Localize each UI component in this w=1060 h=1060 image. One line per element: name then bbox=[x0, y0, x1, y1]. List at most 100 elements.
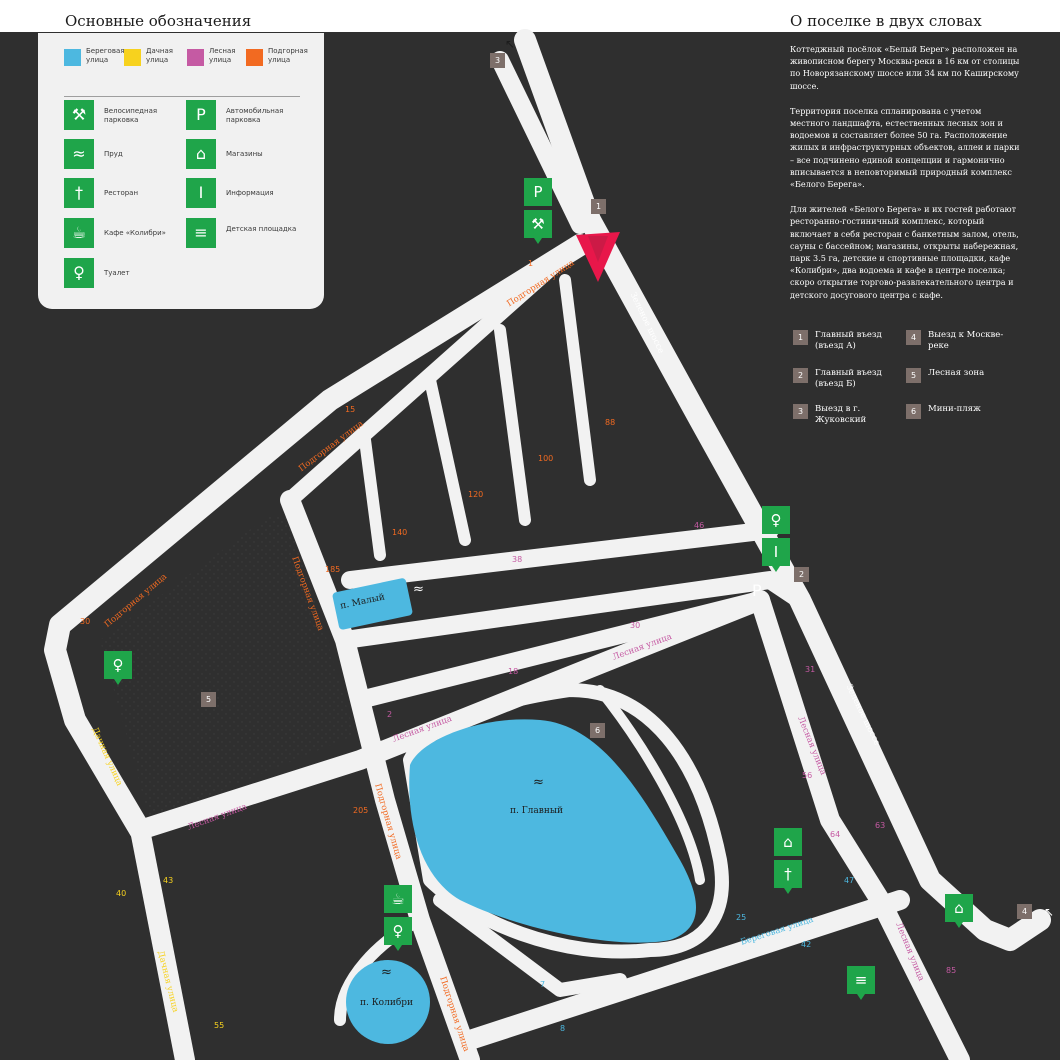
plot-number: 31 bbox=[805, 665, 816, 674]
plot-number: 42 bbox=[801, 940, 812, 949]
street-color-beregovaya: Береговая улица bbox=[64, 47, 124, 77]
entry-6: 6 Мини-пляж bbox=[906, 404, 1016, 434]
plot-number: 30 bbox=[80, 617, 91, 626]
plot-number: 8 bbox=[560, 1024, 566, 1033]
street-color-dachnaya: Дачная улица bbox=[124, 47, 184, 77]
plot-number: 55 bbox=[214, 1021, 225, 1030]
map-marker-5[interactable]: 5 bbox=[201, 692, 216, 707]
legend-item-car-parking: P Автомобильная парковка bbox=[186, 100, 306, 132]
pond-icon: ≈ bbox=[533, 775, 544, 790]
marker-badge: 2 bbox=[793, 368, 808, 383]
street-color-lesnaya: Лесная улица bbox=[187, 47, 247, 77]
toilet-icon[interactable]: ♀ bbox=[384, 917, 412, 951]
legend-item-label: Магазины bbox=[226, 150, 263, 158]
pond-label-glavny: п. Главный bbox=[510, 806, 563, 816]
playground-icon: ≡ bbox=[186, 218, 216, 248]
parking-icon[interactable]: P bbox=[524, 178, 552, 206]
map-marker-2[interactable]: 2 bbox=[794, 567, 809, 582]
plot-number: 18 bbox=[508, 667, 519, 676]
pond-label-kolibri: п. Колибри bbox=[360, 998, 413, 1008]
restaurant-icon[interactable]: † bbox=[774, 860, 802, 894]
entry-label: Мини-пляж bbox=[928, 404, 981, 414]
swatch bbox=[246, 49, 263, 66]
plot-number: 120 bbox=[468, 490, 484, 499]
plot-number: 25 bbox=[736, 913, 747, 922]
about-paragraph: Для жителей «Белого Берега» и их гостей … bbox=[790, 204, 1019, 300]
entry-label: Выезд к Москве-реке bbox=[928, 330, 1004, 351]
plot-number: 40 bbox=[116, 889, 127, 898]
map-marker-6[interactable]: 6 bbox=[590, 723, 605, 738]
legend-item-label: Детская площадка bbox=[226, 225, 297, 233]
entry-5: 5 Лесная зона bbox=[906, 368, 1016, 398]
plot-number: 47 bbox=[844, 876, 855, 885]
plot-number: 63 bbox=[875, 821, 886, 830]
entry-3: 3 Выезд в г. Жуковский bbox=[793, 404, 903, 434]
pond-small bbox=[332, 578, 413, 630]
swatch bbox=[187, 49, 204, 66]
map-marker-3[interactable]: 3 bbox=[490, 53, 505, 68]
plot-number: 15 bbox=[345, 405, 356, 414]
map-marker-4[interactable]: 4 bbox=[1017, 904, 1032, 919]
street-color-label: Береговая улица bbox=[86, 47, 125, 64]
legend-item-pond: ≈ Пруд bbox=[64, 139, 184, 171]
about-paragraph: Коттеджный посёлок «Белый Берег» располо… bbox=[790, 44, 1020, 91]
forest-zone bbox=[100, 515, 355, 820]
plot-number: 185 bbox=[325, 565, 341, 574]
legend-item-restaurant: † Ресторан bbox=[64, 178, 184, 210]
marker-badge: 6 bbox=[906, 404, 921, 419]
legend-item-label: Автомобильная парковка bbox=[226, 107, 284, 124]
legend-title: Основные обозначения bbox=[65, 12, 252, 30]
street-color-label: Подгорная улица bbox=[268, 47, 308, 64]
pond-icon: ≈ bbox=[381, 965, 392, 980]
cafe-icon[interactable]: ☕ bbox=[384, 885, 412, 913]
legend-item-info: I Информация bbox=[186, 178, 306, 210]
street-color-label: Лесная улица bbox=[209, 47, 236, 64]
roads bbox=[44, 29, 1051, 1060]
entry-label: Главный въезд (въезд Б) bbox=[815, 368, 882, 389]
swatch bbox=[124, 49, 141, 66]
plot-number: 46 bbox=[694, 521, 705, 530]
about-title: О поселке в двух словах bbox=[790, 12, 982, 30]
legend-item-label: Туалет bbox=[104, 269, 130, 277]
swatch bbox=[64, 49, 81, 66]
plot-number: 2 bbox=[387, 710, 393, 719]
shop-icon[interactable]: ⌂ bbox=[945, 894, 973, 928]
plot-number: 140 bbox=[392, 528, 408, 537]
plot-number: 30 bbox=[630, 621, 641, 630]
street-color-podgornaya: Подгорная улица bbox=[246, 47, 308, 77]
info-icon: I bbox=[186, 178, 216, 208]
marker-badge: 1 bbox=[793, 330, 808, 345]
map-marker-1[interactable]: 1 bbox=[591, 199, 606, 214]
plot-number: 7 bbox=[540, 980, 546, 989]
plot-number: 38 bbox=[512, 555, 523, 564]
plot-number: 205 bbox=[353, 806, 369, 815]
plot-number: 64 bbox=[830, 830, 841, 839]
street-colors: Береговая улица Дачная улица Лесная улиц… bbox=[64, 47, 314, 77]
legend-panel: Береговая улица Дачная улица Лесная улиц… bbox=[38, 33, 324, 309]
legend-item-cafe: ☕ Кафе «Колибри» bbox=[64, 218, 184, 250]
playground-icon[interactable]: ≡ bbox=[847, 966, 875, 1000]
toilet-icon[interactable]: ♀ bbox=[104, 651, 132, 685]
pond-kolibri bbox=[346, 960, 430, 1044]
toilet-icon[interactable]: ♀ bbox=[762, 506, 790, 534]
exit-arrow-icon: ↖ bbox=[1044, 905, 1054, 919]
entry-label: Выезд в г. Жуковский bbox=[815, 404, 867, 425]
legend-item-toilet: ♀ Туалет bbox=[64, 258, 184, 290]
entry-label: Главный въезд (въезд А) bbox=[815, 330, 882, 351]
info-icon[interactable]: I bbox=[762, 538, 790, 572]
toilet-icon: ♀ bbox=[64, 258, 94, 288]
legend-item-label: Информация bbox=[226, 189, 274, 197]
about-paragraph: Территория поселка спланирована с учетом… bbox=[790, 105, 1020, 190]
legend-item-bike-parking: ⚒ Велосипедная парковка bbox=[64, 100, 184, 132]
plot-number: 85 bbox=[946, 966, 957, 975]
legend-item-playground: ≡ Детская площадка bbox=[186, 218, 306, 250]
marker-badge: 3 bbox=[793, 404, 808, 419]
exit-arrow-icon: ↖ bbox=[505, 37, 515, 51]
plot-number: 100 bbox=[538, 454, 554, 463]
bicycle-icon[interactable]: ⚒ bbox=[524, 210, 552, 244]
legend-item-label: Ресторан bbox=[104, 189, 139, 197]
pond-icon: ≈ bbox=[64, 139, 94, 169]
shop-icon[interactable]: ⌂ bbox=[774, 828, 802, 856]
shop-icon: ⌂ bbox=[186, 139, 216, 169]
